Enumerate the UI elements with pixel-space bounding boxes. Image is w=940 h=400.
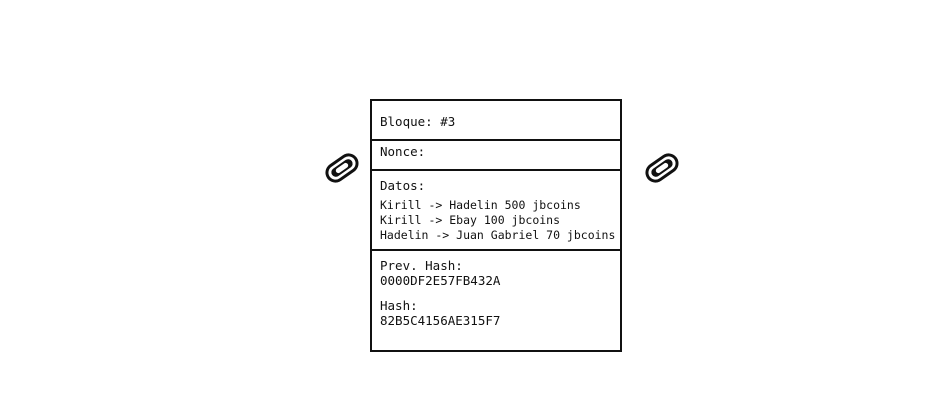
data-section: Datos: Kirill -> Hadelin 500 jbcoins Kir… [372,171,620,251]
nonce-label: Nonce: [380,144,426,159]
hash-section: Prev. Hash: 0000DF2E57FB432A Hash: 82B5C… [372,251,620,350]
transaction-list: Kirill -> Hadelin 500 jbcoins Kirill -> … [380,198,615,243]
nonce-section: Nonce: [372,141,620,171]
block-card: Bloque: #3 Nonce: Datos: Kirill -> Hadel… [370,99,622,352]
hash-value: 82B5C4156AE315F7 [380,313,501,328]
transaction-item: Hadelin -> Juan Gabriel 70 jbcoins [380,228,616,242]
transaction-item: Kirill -> Ebay 100 jbcoins [380,213,561,227]
block-header: Bloque: #3 [372,101,620,141]
hash-group: Hash: 82B5C4156AE315F7 [380,298,500,328]
block-number-label: Bloque: #3 [380,114,456,129]
chain-link-icon-right [645,153,679,183]
transaction-item: Kirill -> Hadelin 500 jbcoins [380,198,581,212]
chain-link-icon-left [325,153,359,183]
prev-hash-value: 0000DF2E57FB432A [380,273,501,288]
prev-hash-group: Prev. Hash: 0000DF2E57FB432A [380,258,500,288]
prev-hash-label: Prev. Hash: [380,258,463,273]
data-label: Datos: [380,178,426,193]
hash-label: Hash: [380,298,418,313]
